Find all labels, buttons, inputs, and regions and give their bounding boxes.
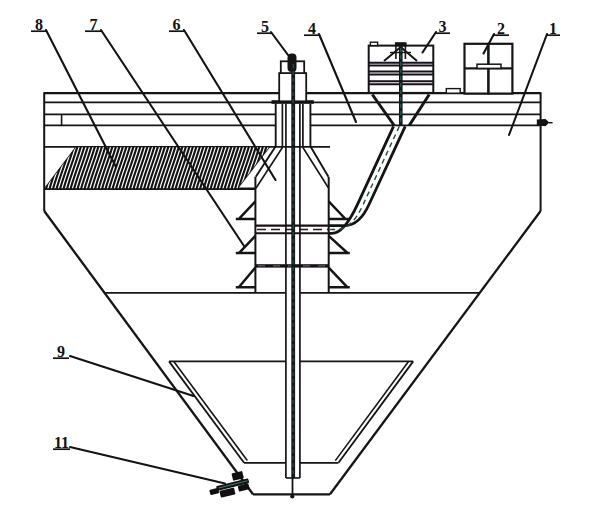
svg-text:5: 5 <box>261 18 269 35</box>
svg-text:4: 4 <box>308 20 316 37</box>
svg-text:9: 9 <box>57 343 65 360</box>
svg-text:3: 3 <box>439 18 447 35</box>
svg-text:2: 2 <box>497 20 505 37</box>
svg-text:11: 11 <box>54 434 69 451</box>
svg-text:1: 1 <box>549 20 557 37</box>
svg-text:7: 7 <box>90 16 98 33</box>
svg-text:6: 6 <box>173 16 181 33</box>
svg-text:8: 8 <box>35 16 43 33</box>
